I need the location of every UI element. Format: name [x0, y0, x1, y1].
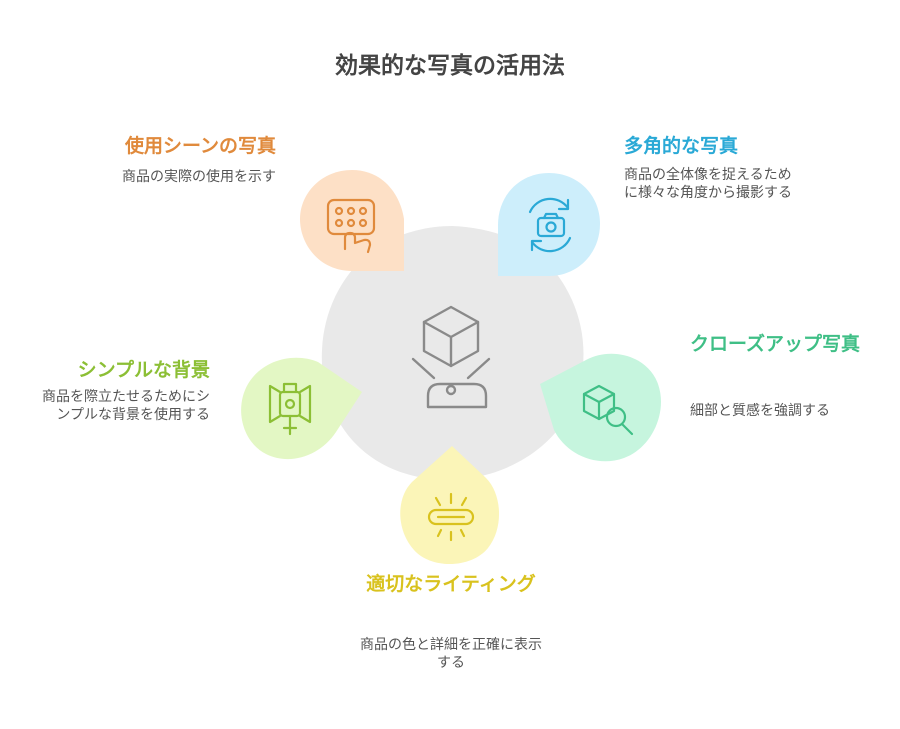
usage-scene-description: 商品の実際の使用を示す: [122, 169, 276, 185]
hand-touch-keypad-icon: [326, 198, 376, 254]
page-title: 効果的な写真の活用法: [335, 53, 565, 79]
light-tube-icon: [427, 492, 475, 542]
petal-lighting: [400, 446, 500, 565]
simple-background-heading: シンプルな背景: [77, 359, 210, 381]
lighting-description: 商品の色と詳細を正確に表示する: [360, 637, 542, 671]
studio-light-icon: [268, 382, 312, 436]
multi-angle-heading: 多角的な写真: [624, 135, 739, 157]
multi-angle-description: 商品の全体像を捉えるために様々な角度から撮影する: [624, 167, 792, 201]
usage-scene-heading: 使用シーンの写真: [124, 135, 276, 157]
center-hub: [321, 226, 584, 480]
petal-multi-angle: [498, 173, 600, 276]
rotating-camera-icon: [528, 197, 572, 253]
close-up-heading: クローズアップ写真: [690, 333, 861, 355]
close-up-description: 細部と質感を強調する: [690, 403, 830, 419]
petal-close-up: [540, 353, 661, 462]
cube-magnifier-icon: [582, 384, 634, 436]
simple-background-description: 商品を際立たせるためにシンプルな背景を使用する: [42, 389, 210, 423]
petal-simple-background: [241, 357, 362, 460]
lighting-heading: 適切なライティング: [366, 573, 536, 595]
product-on-stand-icon: [411, 305, 491, 409]
